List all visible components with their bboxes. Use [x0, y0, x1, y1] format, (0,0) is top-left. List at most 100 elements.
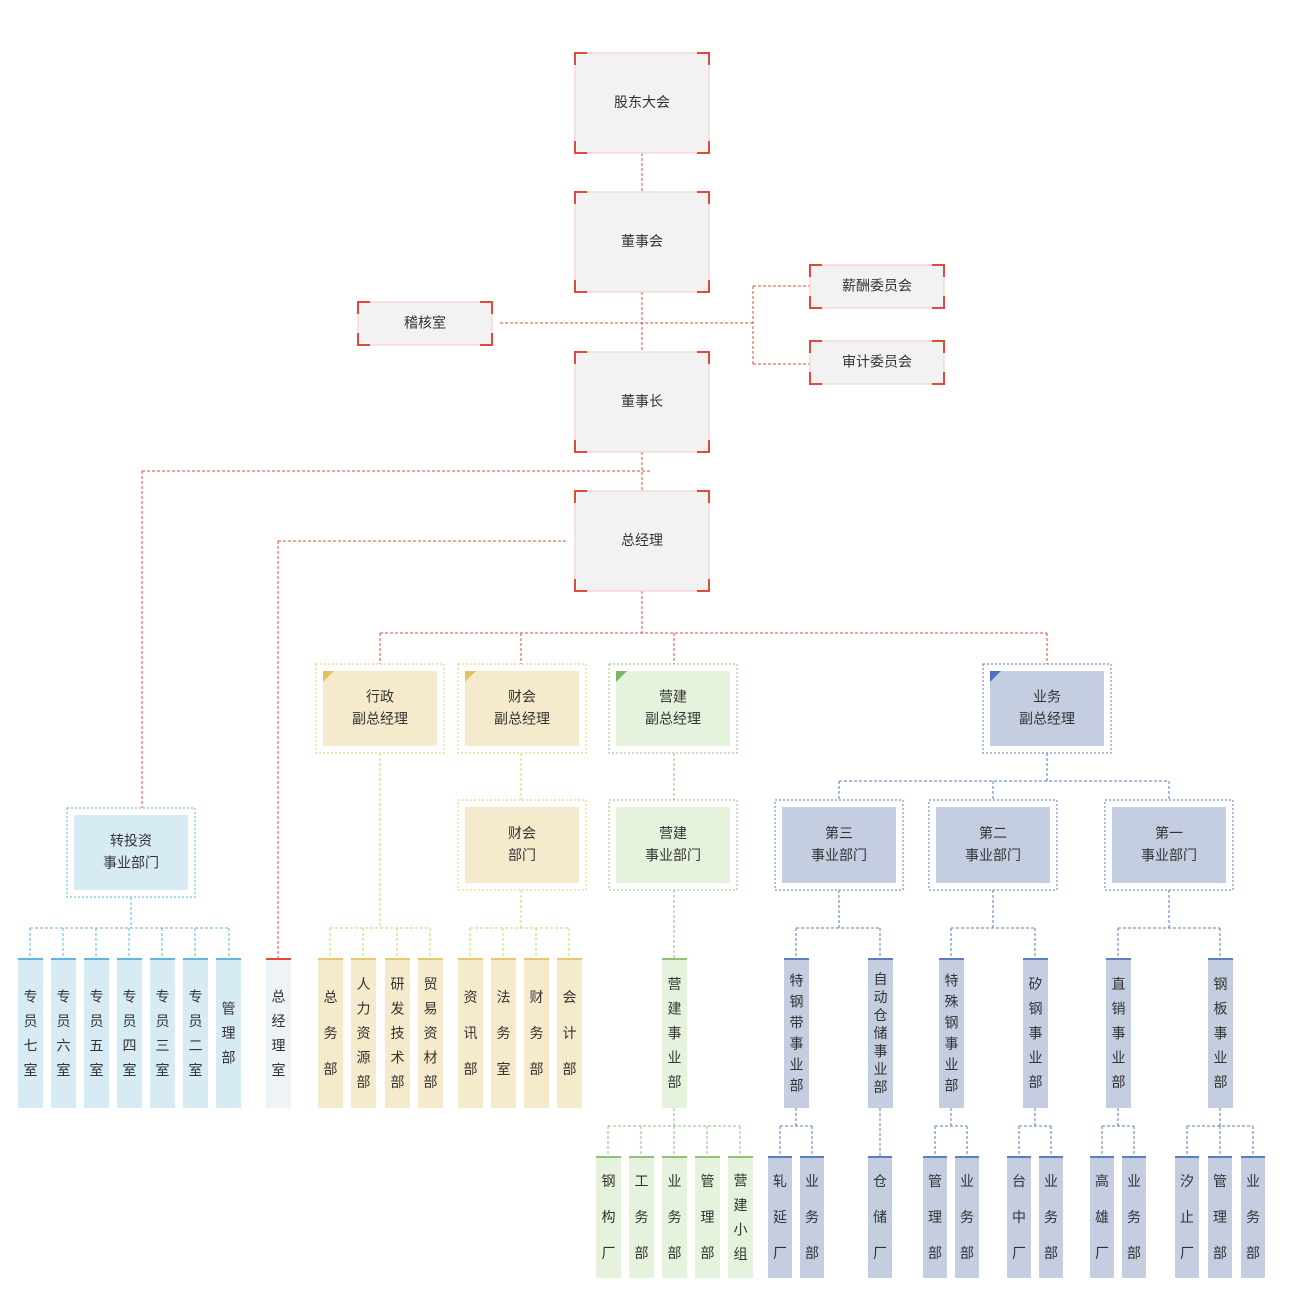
first-division-node[interactable] — [1104, 799, 1234, 891]
vp-admin-node[interactable] — [315, 663, 445, 754]
kaohsiung-plant[interactable] — [1090, 1156, 1114, 1278]
transfer-room-5[interactable] — [150, 958, 175, 1108]
construction-sub-5[interactable] — [728, 1156, 753, 1278]
auto-storage-division-label-text: 自动仓储事业部 — [874, 972, 888, 1096]
direct-sales-division[interactable] — [1106, 958, 1131, 1108]
plate-management-dept[interactable] — [1208, 1156, 1232, 1278]
finance-dept-3[interactable] — [524, 958, 549, 1108]
first-division-node-label-line-2: 事业部门 — [1141, 848, 1197, 864]
general-manager-node[interactable] — [574, 490, 710, 592]
construction-sub-3[interactable] — [662, 1156, 687, 1278]
finance-dept-node[interactable] — [457, 799, 587, 891]
taichung-plant[interactable] — [1007, 1156, 1031, 1278]
construction-division-leaf[interactable] — [662, 958, 687, 1108]
special-business-dept-label: 业务部 — [960, 1174, 974, 1262]
silicon-steel-division[interactable] — [1023, 958, 1048, 1108]
transfer-room-3[interactable] — [84, 958, 109, 1108]
taichung-plant-bar — [1007, 1156, 1031, 1278]
admin-dept-1-label: 总务部 — [324, 990, 338, 1078]
steel-plate-division-bar — [1208, 958, 1233, 1108]
transfer-room-5-label-text: 专员三室 — [156, 989, 170, 1079]
plate-business-dept-label: 业务部 — [1246, 1174, 1260, 1262]
admin-dept-2[interactable] — [351, 958, 376, 1108]
construction-sub-2-label: 工务部 — [635, 1174, 649, 1262]
special-management-dept[interactable] — [923, 1156, 947, 1278]
shareholders-node[interactable] — [574, 52, 710, 154]
admin-dept-3[interactable] — [385, 958, 410, 1108]
first-division-node-outline — [1104, 799, 1234, 891]
transfer-room-4[interactable] — [117, 958, 142, 1108]
finance-dept-4[interactable] — [557, 958, 582, 1108]
finance-dept-2-bar — [491, 958, 516, 1108]
special-business-dept[interactable] — [955, 1156, 979, 1278]
special-steel-division-label: 特殊钢事业部 — [945, 974, 959, 1095]
vp-business-node[interactable] — [982, 663, 1112, 754]
transfer-room-7-bar — [216, 958, 241, 1108]
audit-office-node[interactable] — [357, 301, 493, 346]
transfer-room-2[interactable] — [51, 958, 76, 1108]
strip-business-dept[interactable] — [800, 1156, 824, 1278]
vp-construction-node-corner-mark — [616, 671, 627, 682]
vp-business-node-outline — [982, 663, 1112, 754]
salary-committee-node[interactable] — [809, 264, 945, 309]
transfer-room-1[interactable] — [18, 958, 43, 1108]
transfer-investment-node[interactable] — [66, 807, 196, 898]
construction-sub-1[interactable] — [596, 1156, 621, 1278]
chairman-node[interactable] — [574, 351, 710, 453]
xizhi-plant-label-text: 汐止厂 — [1180, 1174, 1194, 1262]
vp-business-node-label-line-2: 副总经理 — [1019, 711, 1075, 727]
finance-dept-3-bar — [524, 958, 549, 1108]
transfer-investment-node-fill — [74, 815, 188, 890]
construction-sub-4[interactable] — [695, 1156, 720, 1278]
third-division-node-fill — [782, 807, 896, 883]
transfer-room-6[interactable] — [183, 958, 208, 1108]
auto-storage-division[interactable] — [868, 958, 893, 1108]
storage-plant[interactable] — [868, 1156, 892, 1278]
vp-business-node-fill — [990, 671, 1104, 746]
special-steel-division[interactable] — [939, 958, 964, 1108]
third-division-node[interactable] — [774, 799, 904, 891]
admin-dept-3-bar — [385, 958, 410, 1108]
rolling-mill-top-edge — [768, 1156, 792, 1158]
gm-office-leaf[interactable] — [266, 958, 291, 1108]
steel-plate-division[interactable] — [1208, 958, 1233, 1108]
finance-dept-1[interactable] — [458, 958, 483, 1108]
vp-finance-node-fill — [465, 671, 579, 746]
vp-construction-node[interactable] — [608, 663, 738, 754]
special-strip-division[interactable] — [784, 958, 809, 1108]
general-manager-node-corner-4 — [697, 579, 710, 592]
board-node-label: 董事会 — [621, 234, 663, 250]
construction-dept-node[interactable] — [608, 799, 738, 891]
construction-sub-4-bar — [695, 1156, 720, 1278]
finance-dept-node-label-line-2: 部门 — [508, 848, 536, 864]
silicon-business-dept[interactable] — [1039, 1156, 1063, 1278]
construction-sub-2[interactable] — [629, 1156, 654, 1278]
chairman-node-frame — [574, 351, 710, 453]
special-management-dept-bar — [923, 1156, 947, 1278]
taichung-plant-top-edge — [1007, 1156, 1031, 1158]
finance-dept-4-label-text: 会计部 — [563, 990, 577, 1078]
admin-dept-4[interactable] — [418, 958, 443, 1108]
direct-business-dept[interactable] — [1122, 1156, 1146, 1278]
general-manager-node-label: 总经理 — [621, 533, 663, 549]
shareholders-node-corner-2 — [697, 52, 710, 65]
construction-sub-2-label-text: 工务部 — [635, 1174, 649, 1262]
finance-dept-2[interactable] — [491, 958, 516, 1108]
gm-office-leaf-label: 总经理室 — [272, 989, 286, 1079]
shareholders-node-label: 股东大会 — [614, 95, 670, 111]
xizhi-plant[interactable] — [1175, 1156, 1199, 1278]
taichung-plant-label-text: 台中厂 — [1012, 1174, 1026, 1262]
vp-finance-node[interactable] — [457, 663, 587, 754]
salary-committee-node-frame — [809, 264, 945, 309]
second-division-node[interactable] — [928, 799, 1058, 891]
finance-dept-3-label: 财务部 — [530, 990, 544, 1078]
audit-committee-node[interactable] — [809, 340, 945, 385]
transfer-room-4-top-edge — [117, 958, 142, 960]
transfer-room-7[interactable] — [216, 958, 241, 1108]
rolling-mill-label-text: 轧延厂 — [773, 1174, 787, 1262]
rolling-mill[interactable] — [768, 1156, 792, 1278]
admin-dept-1[interactable] — [318, 958, 343, 1108]
vp-finance-node-label-line-2: 副总经理 — [494, 711, 550, 727]
board-node[interactable] — [574, 191, 710, 293]
plate-business-dept[interactable] — [1241, 1156, 1265, 1278]
